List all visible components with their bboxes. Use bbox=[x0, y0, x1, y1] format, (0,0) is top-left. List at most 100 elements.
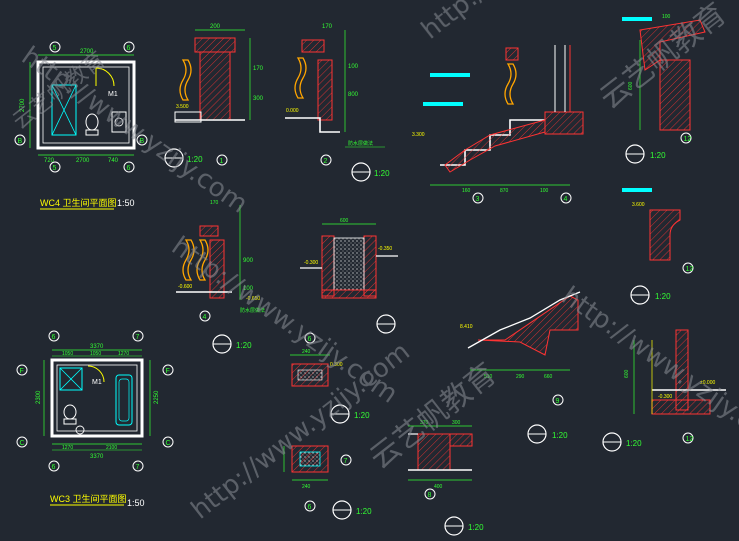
dim-text: 740 bbox=[108, 158, 119, 164]
elevation-text: -0.300 bbox=[304, 260, 318, 266]
watermark-url: http://www.yzijy.com bbox=[556, 281, 739, 459]
detail-scale: 1:20 bbox=[650, 151, 666, 160]
dim-text: 300 bbox=[452, 420, 461, 426]
detail-3: 160 870 100 3.300 3 4 bbox=[412, 45, 584, 204]
soil-fill bbox=[333, 237, 365, 291]
axis-bubble: C bbox=[162, 436, 174, 448]
elevation-text: 3.300 bbox=[412, 132, 425, 138]
axis-bubble: 7 bbox=[132, 460, 144, 472]
svg-text:C: C bbox=[166, 440, 171, 447]
dim-text: 870 bbox=[500, 188, 509, 194]
axis-bubble: F bbox=[162, 364, 174, 376]
dim-text: 2100 bbox=[106, 445, 117, 451]
axis-bubble: B bbox=[136, 134, 148, 146]
detail-mark bbox=[199, 310, 211, 322]
detail-mark bbox=[682, 432, 694, 444]
axis-bubble: 6 bbox=[123, 161, 135, 173]
elevation-text: 8.410 bbox=[460, 324, 473, 330]
plan-wc3-walls bbox=[50, 358, 144, 438]
detail-mark bbox=[560, 192, 572, 204]
detail-scale: 1:20 bbox=[655, 292, 671, 301]
baluster-profile bbox=[179, 59, 192, 101]
slope-line bbox=[467, 291, 581, 349]
axis-bubble: C bbox=[16, 436, 28, 448]
detail-scale: 1:20 bbox=[236, 341, 252, 350]
dim-text: 100 bbox=[540, 188, 549, 194]
dim-text: 2700 bbox=[20, 98, 26, 112]
detail-4: 170 900 100 -0.600 -0.650 防水层做法 4 1:20 bbox=[176, 200, 265, 354]
svg-text:6: 6 bbox=[127, 45, 131, 52]
detail-5: 600 -0.350 -0.300 bbox=[300, 218, 398, 334]
svg-text:B: B bbox=[18, 138, 23, 145]
fixture-label: M1 bbox=[92, 379, 102, 386]
dim-text: 1270 bbox=[62, 445, 73, 451]
plan-title: WC3 卫生间平面图 bbox=[50, 493, 127, 504]
detail-scale: 1:20 bbox=[468, 523, 484, 532]
dim-text: 200 bbox=[210, 24, 221, 30]
elevation-text: -0.650 bbox=[246, 296, 260, 302]
leader-note: 防水层做法 bbox=[240, 307, 265, 314]
detail-mark-number: 6 bbox=[308, 504, 312, 511]
detail-scale: 1:20 bbox=[356, 507, 372, 516]
toilet-fixture bbox=[63, 404, 77, 420]
detail-6: 6 240 0.300 1:20 bbox=[290, 332, 370, 424]
dim-text: 510 bbox=[484, 374, 493, 380]
dim-text: 170 bbox=[322, 24, 333, 30]
detail-eave: 600 100 12 1:20 bbox=[622, 14, 706, 164]
dim-text: 100 bbox=[348, 64, 359, 70]
dim-text: 240 bbox=[302, 349, 311, 355]
leader-tag bbox=[622, 17, 652, 21]
dim-text: 2300 bbox=[36, 390, 42, 404]
dim-text: 2700 bbox=[80, 49, 94, 55]
detail-mark-number: 12 bbox=[684, 136, 692, 143]
plan-wc4-walls bbox=[36, 60, 136, 150]
detail-mark bbox=[304, 332, 316, 344]
dim-text: 400 bbox=[434, 484, 443, 490]
detail-mark bbox=[340, 454, 352, 466]
axis-bubble: B bbox=[14, 134, 26, 146]
elevation-text: 3.500 bbox=[176, 104, 189, 110]
washbasin bbox=[111, 111, 127, 133]
watermark-url: http://www.yzijy.com bbox=[416, 0, 646, 46]
detail-mark bbox=[552, 394, 564, 406]
dim-text: 1050 bbox=[90, 351, 101, 357]
elevation-text: 0.300 bbox=[330, 362, 343, 368]
door-swing bbox=[95, 67, 115, 87]
axis-bubble: 6 bbox=[123, 41, 135, 53]
detail-mark-number: 8 bbox=[428, 492, 432, 499]
dim-text: 600 bbox=[628, 81, 634, 90]
svg-text:7: 7 bbox=[136, 334, 140, 341]
dim-text: 370 bbox=[420, 420, 429, 426]
detail-mark bbox=[320, 154, 332, 166]
axis-bubble: 6 bbox=[48, 460, 60, 472]
plan-scale: 1:50 bbox=[117, 198, 135, 208]
detail-scale: 1:20 bbox=[374, 169, 390, 178]
axis-bubble: 7 bbox=[132, 330, 144, 342]
detail-mark bbox=[682, 262, 694, 274]
svg-text:5: 5 bbox=[53, 165, 57, 172]
plan-wc3: M1 3370 1050 1050 1270 1270 2100 3370 23… bbox=[16, 330, 174, 508]
svg-text:7: 7 bbox=[136, 464, 140, 471]
dim-text: 1050 bbox=[62, 351, 73, 357]
axis-bubble: F bbox=[16, 364, 28, 376]
detail-1: 200 170 300 3.500 1 1:20 bbox=[164, 24, 264, 168]
dim-text: 100 bbox=[243, 286, 254, 292]
detail-mark bbox=[424, 488, 436, 500]
detail-mark bbox=[472, 192, 484, 204]
dim-text: 170 bbox=[253, 66, 264, 72]
dim-text: 170 bbox=[210, 200, 219, 206]
detail-scale: 1:20 bbox=[552, 431, 568, 440]
detail-mark-number: 7 bbox=[344, 458, 348, 465]
door-swing bbox=[87, 365, 105, 383]
detail-mark-number: 2 bbox=[324, 158, 328, 165]
fixture-label: M1 bbox=[108, 91, 118, 98]
svg-text:C: C bbox=[20, 440, 25, 447]
detail-mark bbox=[680, 132, 692, 144]
detail-mark bbox=[304, 500, 316, 512]
elevation-text: ±0.000 bbox=[700, 380, 715, 386]
dim-text: 1270 bbox=[118, 351, 129, 357]
axis-bubble: 5 bbox=[49, 161, 61, 173]
detail-7: 240 7 6 1:20 bbox=[283, 445, 372, 520]
detail-mark-number: 4 bbox=[564, 196, 568, 203]
